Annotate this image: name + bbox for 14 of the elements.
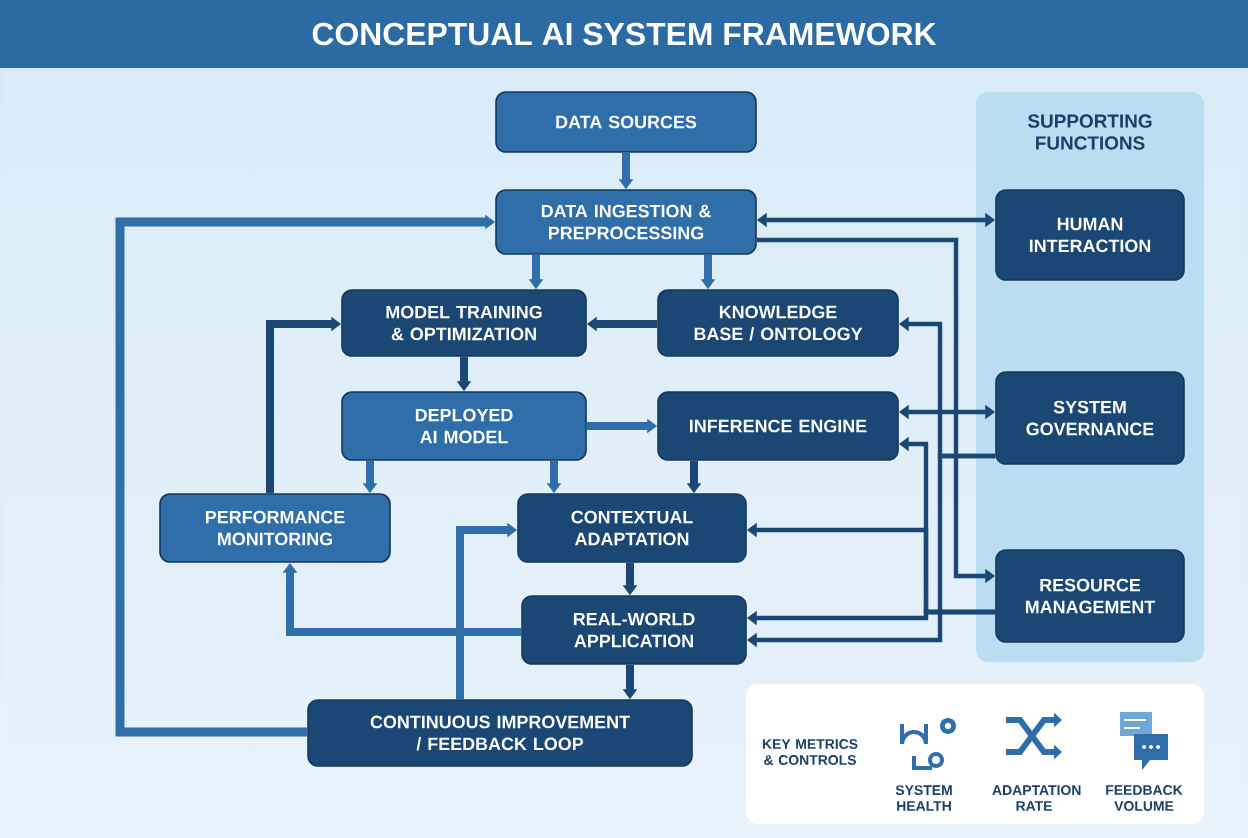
process-box: REAL-WORLD APPLICATION [521,595,747,665]
process-box: KNOWLEDGE BASE / ONTOLOGY [657,289,899,357]
process-box: RESOURCE MANAGEMENT [995,549,1185,643]
process-box: DEPLOYED AI MODEL [341,391,587,461]
process-box: DATA INGESTION & PREPROCESSING [495,189,757,255]
process-box: DATA SOURCES [495,91,757,153]
process-box: SYSTEM GOVERNANCE [995,371,1185,465]
process-box: HUMAN INTERACTION [995,189,1185,281]
process-box: CONTINUOUS IMPROVEMENT / FEEDBACK LOOP [307,699,693,767]
title: CONCEPTUAL AI SYSTEM FRAMEWORK [312,22,937,46]
process-box: CONTEXTUAL ADAPTATION [517,493,747,563]
process-box: INFERENCE ENGINE [657,391,899,461]
process-box: PERFORMANCE MONITORING [159,493,391,563]
process-box: MODEL TRAINING & OPTIMIZATION [341,289,587,357]
